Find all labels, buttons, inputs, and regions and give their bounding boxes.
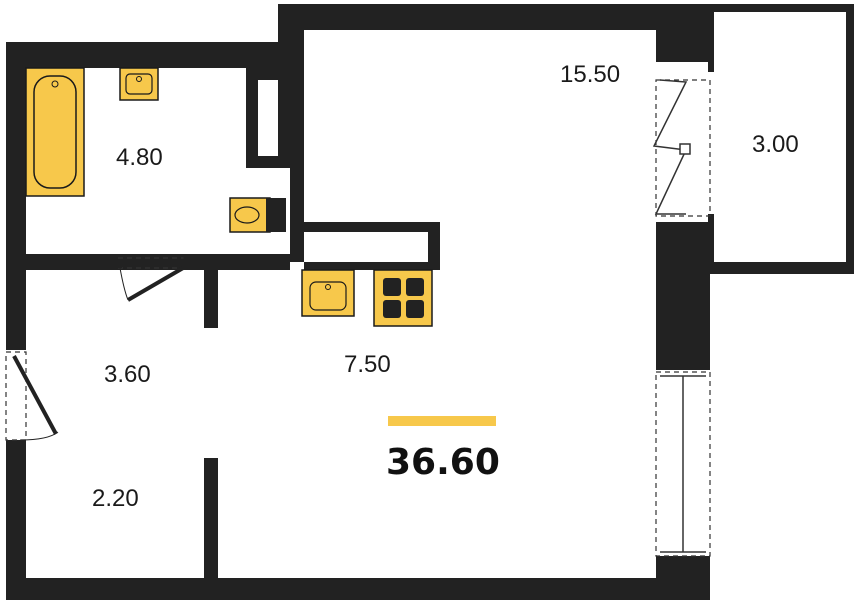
entrance-door <box>12 355 59 441</box>
walls <box>6 4 854 600</box>
window-right-lower <box>655 371 711 557</box>
balcony-door <box>652 79 691 215</box>
fixtures <box>25 67 433 327</box>
partition-lower <box>204 458 218 580</box>
room-area-storage: 2.20 <box>92 485 139 512</box>
outer-wall-left <box>6 4 712 350</box>
kitchen-sink-icon <box>301 269 355 317</box>
kitchen-counter-wall <box>304 232 428 262</box>
room-area-hallway: 3.60 <box>104 361 151 388</box>
room-area-main: 15.50 <box>560 61 620 88</box>
bathtub-icon <box>25 67 85 197</box>
washbasin-icon <box>119 67 159 101</box>
outer-wall-right-mid <box>656 222 710 370</box>
entrance-door-opening <box>5 351 27 441</box>
total-area: 36.60 <box>386 442 500 483</box>
toilet-icon <box>229 197 286 233</box>
balcony-wall-left <box>708 12 714 72</box>
partition-upper <box>204 262 218 328</box>
window-pane <box>660 375 706 553</box>
balcony-wall-left-lower <box>708 214 714 270</box>
bathroom-niche <box>246 68 290 168</box>
stove-icon <box>373 269 433 327</box>
balcony-door-opening <box>655 79 711 217</box>
room-area-balcony: 3.00 <box>752 131 799 158</box>
outer-wall-right-bottom <box>656 556 710 600</box>
room-area-kitchen: 7.50 <box>344 351 391 378</box>
outer-wall-bottom <box>6 578 656 600</box>
outer-wall-left-lower <box>6 440 26 600</box>
bathroom-door <box>118 255 192 302</box>
balcony-wall-right <box>846 4 854 274</box>
openings <box>5 79 711 557</box>
balcony-wall-bottom <box>710 262 854 274</box>
balcony-wall-top <box>712 4 854 12</box>
room-area-bathroom: 4.80 <box>116 144 163 171</box>
total-area-accent-bar <box>388 416 496 426</box>
